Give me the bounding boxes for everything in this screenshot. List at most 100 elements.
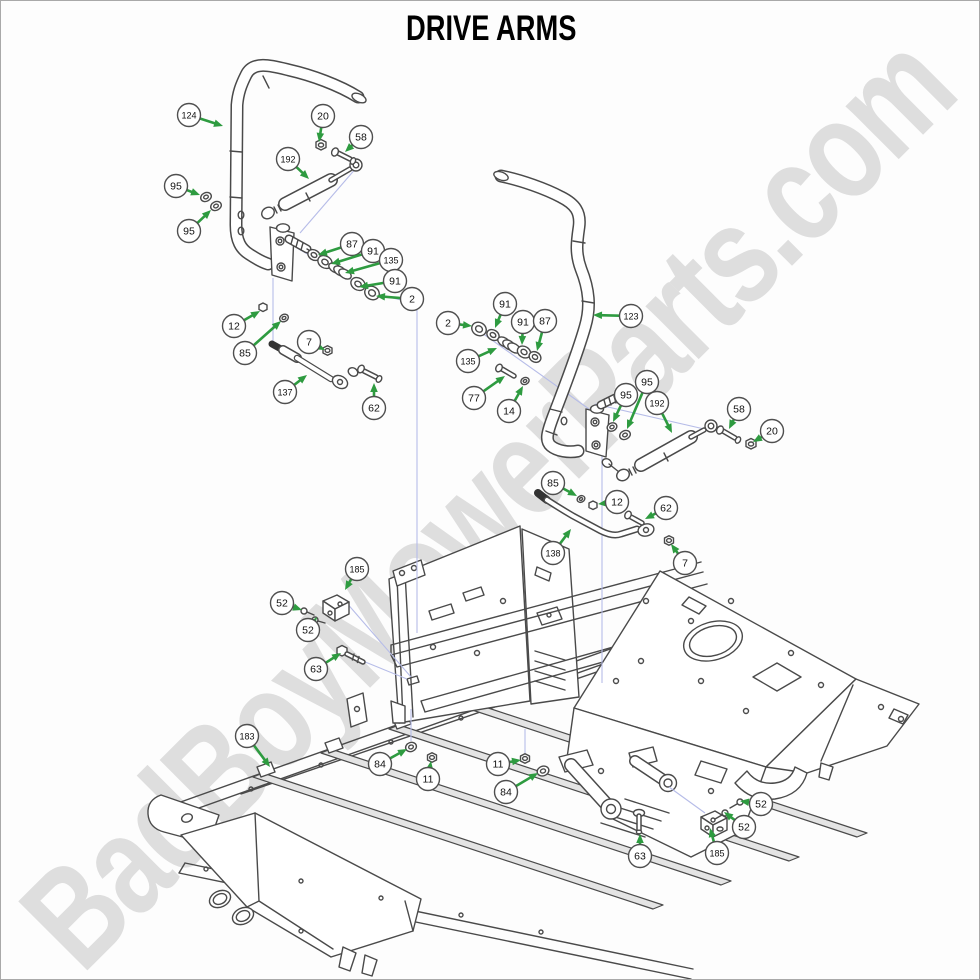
- pivot-arm-right: [628, 746, 678, 793]
- callout-12: 12: [221, 311, 260, 339]
- callout-185: 185: [704, 828, 730, 866]
- callout-77: 77: [461, 376, 505, 411]
- callout-20: 20: [310, 103, 336, 142]
- callout-62: 62: [645, 495, 679, 521]
- callout-11: 11: [415, 761, 441, 792]
- callout-7: 7: [296, 329, 325, 355]
- svg-text:91: 91: [499, 299, 511, 311]
- svg-text:2: 2: [445, 318, 451, 330]
- drive-arm-right: [493, 169, 595, 459]
- svg-text:11: 11: [423, 774, 434, 786]
- callout-123: 123: [593, 303, 644, 329]
- svg-text:20: 20: [766, 426, 778, 438]
- bolt-77-washer-14: [495, 363, 530, 386]
- svg-text:135: 135: [383, 256, 398, 266]
- callout-11: 11: [485, 751, 521, 777]
- bushing-stack-right: [471, 321, 542, 364]
- svg-text:7: 7: [682, 558, 688, 570]
- svg-text:137: 137: [277, 388, 292, 398]
- nut-11-washer-84-right: [519, 753, 550, 777]
- callout-20: 20: [753, 418, 785, 444]
- callout-2: 2: [435, 310, 472, 336]
- shock-absorber-right: [616, 419, 718, 482]
- callout-63: 63: [303, 653, 341, 682]
- svg-text:123: 123: [623, 312, 638, 322]
- svg-text:12: 12: [228, 321, 240, 333]
- callout-14: 14: [496, 386, 523, 424]
- bolt-58-left: [330, 147, 357, 165]
- callout-2: 2: [376, 286, 425, 312]
- bolt-63-left: [336, 644, 366, 665]
- nut-20-right: [745, 437, 757, 450]
- svg-text:52: 52: [755, 799, 767, 811]
- hardware-12-85-left: [258, 302, 290, 323]
- bolt-62-right: [624, 510, 645, 526]
- svg-text:2: 2: [409, 294, 415, 306]
- callout-91: 91: [331, 238, 386, 265]
- svg-text:192: 192: [649, 399, 664, 409]
- svg-text:185: 185: [349, 565, 364, 575]
- svg-text:135: 135: [460, 357, 475, 367]
- callout-95: 95: [163, 173, 200, 199]
- lever-bracket-left: [269, 223, 315, 282]
- nut-7-right: [663, 535, 675, 546]
- svg-text:183: 183: [239, 732, 254, 742]
- svg-text:95: 95: [183, 226, 195, 238]
- bolt-63-right: [632, 808, 646, 835]
- svg-text:124: 124: [181, 111, 196, 121]
- callout-91: 91: [510, 309, 536, 345]
- svg-text:85: 85: [239, 348, 251, 360]
- callout-91: 91: [359, 268, 408, 294]
- callout-52: 52: [269, 590, 302, 616]
- nut-20-left: [315, 138, 327, 151]
- svg-text:95: 95: [641, 377, 653, 389]
- svg-text:12: 12: [611, 497, 623, 509]
- callout-87: 87: [532, 308, 558, 351]
- svg-text:192: 192: [280, 155, 295, 165]
- washer-84-nut-11-left: [404, 741, 438, 763]
- svg-text:95: 95: [170, 181, 182, 193]
- callout-7: 7: [671, 544, 698, 576]
- callout-137: 137: [272, 375, 307, 405]
- linkage-rod-138: [534, 489, 655, 539]
- svg-text:52: 52: [276, 598, 288, 610]
- callout-84: 84: [493, 773, 538, 805]
- callout-185: 185: [344, 556, 370, 590]
- svg-text:91: 91: [517, 317, 529, 329]
- hardware-85-12-right: [576, 494, 598, 511]
- callout-95: 95: [176, 210, 211, 244]
- callout-87: 87: [318, 231, 365, 257]
- svg-text:7: 7: [306, 337, 312, 349]
- pivot-arm-left: [558, 749, 622, 820]
- svg-text:63: 63: [634, 851, 646, 863]
- callout-52: 52: [295, 617, 321, 643]
- svg-text:52: 52: [302, 625, 314, 637]
- callout-58: 58: [726, 396, 752, 429]
- svg-text:20: 20: [317, 111, 329, 123]
- svg-text:91: 91: [389, 276, 401, 288]
- frame-weldment: [147, 525, 920, 979]
- callout-135: 135: [455, 348, 497, 374]
- svg-text:52: 52: [738, 822, 750, 834]
- callout-63: 63: [627, 834, 653, 869]
- svg-text:87: 87: [346, 239, 358, 251]
- callout-135: 135: [345, 247, 404, 275]
- callout-58: 58: [345, 124, 374, 152]
- callout-12: 12: [598, 489, 630, 515]
- svg-text:11: 11: [493, 759, 504, 771]
- svg-text:58: 58: [733, 404, 745, 416]
- callout-95: 95: [627, 369, 660, 429]
- svg-text:77: 77: [468, 393, 480, 405]
- svg-text:138: 138: [545, 549, 560, 559]
- svg-text:87: 87: [539, 316, 551, 328]
- svg-text:14: 14: [503, 406, 515, 418]
- svg-text:58: 58: [355, 132, 367, 144]
- callout-62: 62: [361, 383, 387, 421]
- callout-84: 84: [367, 749, 407, 777]
- callout-85: 85: [232, 321, 281, 366]
- bracket-185-left: [322, 594, 350, 622]
- svg-text:62: 62: [660, 503, 672, 515]
- lever-bracket-right: [585, 392, 624, 473]
